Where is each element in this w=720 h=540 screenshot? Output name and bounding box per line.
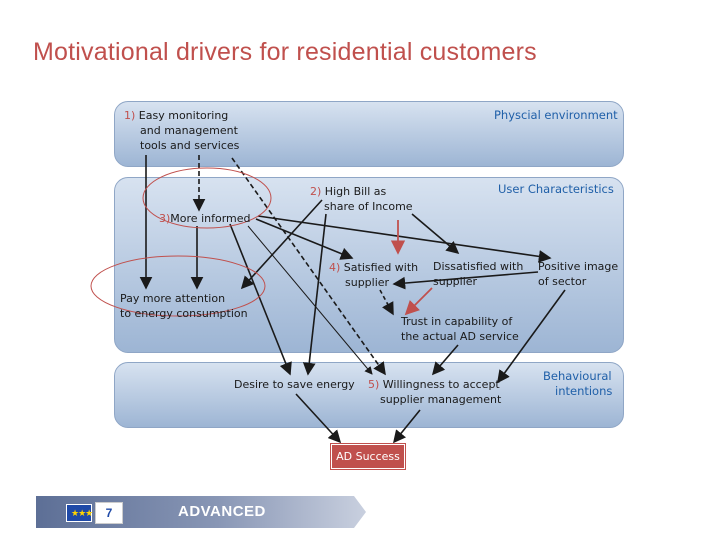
node-text: to energy consumption xyxy=(120,307,248,320)
node-number: 3) xyxy=(159,212,171,225)
node-text: Desire to save energy xyxy=(234,378,355,391)
node-text: High Bill as xyxy=(324,185,387,198)
footer-brand: ADVANCED xyxy=(178,503,266,520)
highlight-more-informed xyxy=(142,167,272,229)
ad-success-box: AD Success xyxy=(331,444,405,469)
node-text: tools and services xyxy=(140,139,240,152)
node-text: share of Income xyxy=(324,200,413,213)
arrow-positive-to-satisfied xyxy=(392,271,539,290)
node-pay-attention: Pay more attention to energy consumption xyxy=(120,291,248,321)
arrow-informed-to-satisfied xyxy=(255,218,354,260)
node-easy-monitoring: 1) Easy monitoring and management tools … xyxy=(124,108,239,153)
node-number: 2) xyxy=(310,185,322,198)
node-text: and management xyxy=(140,124,238,137)
user-characteristics-label: User Characteristics xyxy=(498,182,614,196)
node-text: More informed xyxy=(170,212,251,225)
node-number: 5) xyxy=(368,378,380,391)
arrow-bill-to-pay xyxy=(240,199,323,290)
arrow-trust-to-willingness xyxy=(431,344,459,376)
node-willingness: 5) Willingness to accept supplier manage… xyxy=(368,377,501,407)
arrow-positive-to-willingness xyxy=(497,289,566,384)
node-text: Pay more attention xyxy=(120,292,226,305)
behavioural-intentions-label-2: intentions xyxy=(555,384,613,398)
node-text: of sector xyxy=(538,275,587,288)
node-satisfied: 4) Satisfied with supplier xyxy=(329,260,418,290)
arrow-dissatisfied-to-trust xyxy=(404,287,433,316)
node-text: Willingness to accept xyxy=(382,378,500,391)
node-trust: Trust in capability of the actual AD ser… xyxy=(401,314,519,344)
arrow-informed-to-willingness xyxy=(247,225,373,375)
node-positive-image: Positive image of sector xyxy=(538,259,618,289)
node-text: Trust in capability of xyxy=(401,315,513,328)
user-characteristics-band xyxy=(114,177,624,353)
arrow-satisfied-to-trust xyxy=(379,289,394,316)
node-high-bill: 2) High Bill as share of Income xyxy=(310,184,413,214)
node-dissatisfied: Dissatisfied with supplier xyxy=(433,259,523,289)
node-number: 1) xyxy=(124,109,136,122)
node-text: supplier xyxy=(345,276,390,289)
arrow-informed-to-positive xyxy=(257,215,552,263)
arrow-bill-to-desire xyxy=(302,213,327,376)
node-text: Satisfied with xyxy=(343,261,419,274)
node-text: Easy monitoring xyxy=(138,109,229,122)
page-title: Motivational drivers for residential cus… xyxy=(33,38,537,66)
node-desire: Desire to save energy xyxy=(234,377,355,392)
eu-flag-icon: ★★★ xyxy=(66,504,93,522)
node-text: supplier xyxy=(433,275,478,288)
highlight-pay-attention xyxy=(90,255,266,317)
node-text: Positive image xyxy=(538,260,619,273)
arrow-easy-to-willingness xyxy=(231,157,386,376)
node-text: the actual AD service xyxy=(401,330,519,343)
arrow-willingness-to-success xyxy=(392,409,421,444)
node-more-informed: 3)More informed xyxy=(159,211,251,226)
node-text: supplier management xyxy=(380,393,502,406)
behavioural-intentions-label-1: Behavioural xyxy=(543,369,612,383)
arrow-bill-to-dissatisfied-2 xyxy=(411,213,460,255)
physical-environment-label: Physcial environment xyxy=(494,108,618,122)
fp7-logo-icon: 7 xyxy=(95,502,123,524)
arrow-informed-to-desire xyxy=(229,223,292,376)
node-text: Dissatisfied with xyxy=(433,260,524,273)
node-number: 4) xyxy=(329,261,341,274)
arrow-desire-to-success xyxy=(295,393,342,444)
